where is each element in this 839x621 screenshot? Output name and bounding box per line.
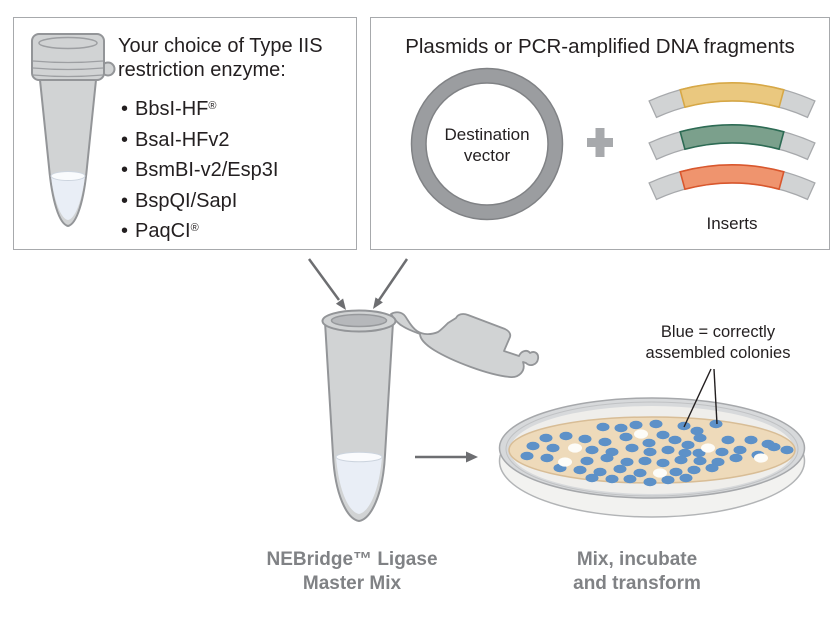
colony-blue xyxy=(709,419,723,429)
colony-blue xyxy=(693,456,707,466)
colony-blue xyxy=(705,463,719,473)
colony-blue xyxy=(649,419,663,429)
colony-blue xyxy=(539,433,553,443)
colony-blue xyxy=(596,422,610,432)
colony-blue xyxy=(692,448,706,458)
colony-blue xyxy=(613,464,627,474)
inserts-label: Inserts xyxy=(706,214,758,233)
colonies-group xyxy=(520,419,794,487)
colony-blue xyxy=(693,433,707,443)
enzyme-item-0: •BbsI-HF® xyxy=(121,98,217,120)
colony-blue xyxy=(623,474,637,484)
colony-blue xyxy=(580,456,594,466)
enzyme-item-2: •BsmBI-v2/Esp3I xyxy=(121,159,279,181)
colony-blue xyxy=(767,442,781,452)
insert-arc-yellow xyxy=(648,82,816,119)
plate-caption: Mix, incubate and transform xyxy=(573,549,701,594)
colony-blue xyxy=(679,473,693,483)
colony-blue xyxy=(620,457,634,467)
colony-blue xyxy=(638,456,652,466)
colony-blue xyxy=(633,468,647,478)
fragments-heading: Plasmids or PCR-amplified DNA fragments xyxy=(405,35,795,58)
colony-blue xyxy=(729,453,743,463)
callout-label: Blue = correctly assembled colonies xyxy=(645,323,791,362)
colony-blue xyxy=(643,447,657,457)
colony-white xyxy=(568,443,582,453)
colony-blue xyxy=(643,477,657,487)
tube-flip-cap xyxy=(390,311,540,378)
colony-blue xyxy=(559,431,573,441)
colony-white xyxy=(653,468,667,478)
colony-blue xyxy=(573,465,587,475)
colony-blue xyxy=(668,435,682,445)
colony-blue xyxy=(600,453,614,463)
transfer-arrow-icon xyxy=(415,451,478,463)
input-arrows xyxy=(307,258,409,310)
colony-blue xyxy=(585,473,599,483)
colony-blue xyxy=(585,445,599,455)
colony-blue xyxy=(661,475,675,485)
colony-blue xyxy=(546,443,560,453)
colony-blue xyxy=(678,448,692,458)
colony-blue xyxy=(526,441,540,451)
input-arrow-right-icon xyxy=(375,258,409,304)
enzyme-heading: Your choice of Type IIS restriction enzy… xyxy=(118,35,323,81)
colony-blue xyxy=(661,445,675,455)
input-arrow-left-icon xyxy=(307,258,341,301)
plus-icon xyxy=(587,128,613,157)
colony-blue xyxy=(619,432,633,442)
registered-mark: ® xyxy=(208,100,217,112)
colony-blue xyxy=(674,455,688,465)
colony-blue xyxy=(578,434,592,444)
insert-arc-green xyxy=(648,124,816,161)
master-mix-caption: NEBridge™ Ligase Master Mix xyxy=(266,549,438,594)
colony-white xyxy=(701,443,715,453)
colony-blue xyxy=(625,443,639,453)
open-tube-icon xyxy=(321,309,540,523)
open-tube-liquid xyxy=(336,457,382,514)
colony-blue xyxy=(669,467,683,477)
colony-blue xyxy=(598,437,612,447)
colony-white xyxy=(634,429,648,439)
colony-blue xyxy=(744,435,758,445)
colony-blue xyxy=(780,445,794,455)
colony-blue xyxy=(721,435,735,445)
colony-blue xyxy=(614,423,628,433)
enzyme-item-3: •BspQI/SapI xyxy=(121,189,238,212)
colony-blue xyxy=(711,457,725,467)
colony-blue xyxy=(690,426,704,436)
colony-blue xyxy=(593,467,607,477)
destination-vector-label: Destination vector xyxy=(444,125,530,165)
colony-blue xyxy=(605,474,619,484)
colony-blue xyxy=(681,440,695,450)
tube-liquid xyxy=(51,176,85,220)
closed-tube-icon xyxy=(31,33,116,228)
colony-blue xyxy=(540,453,554,463)
colony-white xyxy=(558,457,572,467)
enzyme-item-1: •BsaI-HFv2 xyxy=(121,128,230,151)
colony-white xyxy=(754,453,768,463)
colony-blue xyxy=(733,445,747,455)
colony-blue xyxy=(629,420,643,430)
insert-arc-orange xyxy=(648,164,816,201)
colony-blue xyxy=(687,465,701,475)
enzyme-list: •BbsI-HF® •BsaI-HFv2 •BsmBI-v2/Esp3I •Bs… xyxy=(121,93,278,246)
colony-blue xyxy=(642,438,656,448)
tube-opening xyxy=(330,313,388,328)
enzyme-item-4: •PaqCI® xyxy=(121,220,199,242)
colony-blue xyxy=(520,451,534,461)
destination-vector-ring xyxy=(410,67,564,221)
colony-blue xyxy=(656,458,670,468)
colony-blue xyxy=(656,430,670,440)
petri-dish xyxy=(498,368,806,518)
callout-pointer-lines xyxy=(683,368,718,428)
colony-blue xyxy=(715,447,729,457)
registered-mark: ® xyxy=(190,222,199,234)
